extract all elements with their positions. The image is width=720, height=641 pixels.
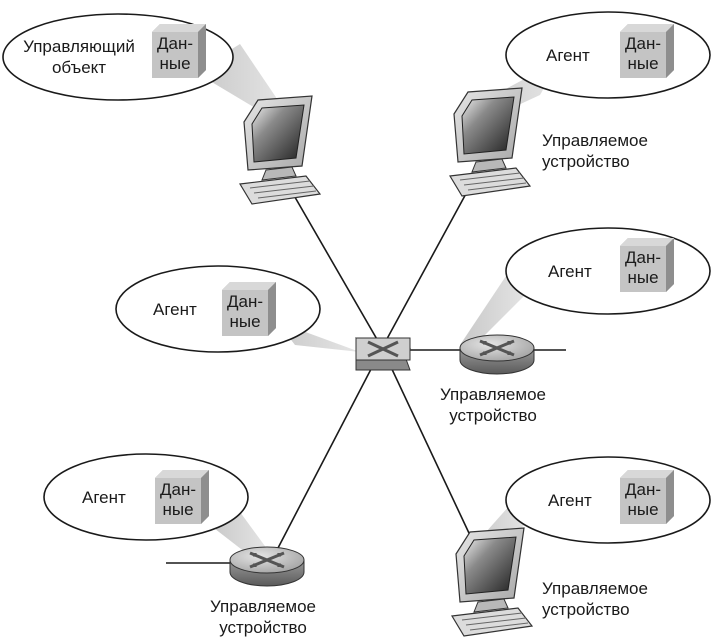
top-right-device-line2: устройство: [542, 152, 630, 171]
agent-router-right-data-line1: Дан-: [624, 248, 662, 267]
agent-router-left-data-line1: Дан-: [159, 480, 197, 499]
router-left-device-line1: Управляемое: [210, 597, 316, 616]
agent-top-right-data-label: Дан- ные: [620, 34, 666, 74]
manager-label: Управляющий объект: [8, 36, 150, 78]
manager-computer-icon: [239, 95, 321, 205]
agent-router-right-label: Агент: [548, 262, 592, 281]
agent-router-right-data-label: Дан- ные: [620, 248, 666, 288]
manager-data-line2: ные: [159, 54, 191, 73]
agent-bottom-right-data-line2: ные: [627, 500, 659, 519]
agent-router-left-data-label: Дан- ные: [155, 480, 201, 520]
agent-router-right-data-line2: ные: [627, 268, 659, 287]
agent-switch-data-line1: Дан-: [226, 292, 264, 311]
router-right-device-line1: Управляемое: [440, 385, 546, 404]
top-right-computer-icon: [449, 87, 531, 197]
router-right-device-label: Управляемое устройство: [426, 384, 560, 426]
router-right-device-line2: устройство: [449, 406, 537, 425]
link-router-left: [277, 347, 383, 549]
agent-top-right-label: Агент: [546, 46, 590, 65]
agent-bottom-right-data-label: Дан- ные: [620, 480, 666, 520]
bottom-right-device-label: Управляемое устройство: [542, 578, 648, 620]
top-right-device-label: Управляемое устройство: [542, 130, 648, 172]
switch-icon: [354, 337, 412, 371]
agent-bottom-right-data-line1: Дан-: [624, 480, 662, 499]
bottom-right-device-line2: устройство: [542, 600, 630, 619]
link-bottom-right: [381, 347, 477, 549]
link-top-right: [381, 189, 469, 349]
bottom-right-device-line1: Управляемое: [542, 579, 648, 598]
agent-top-right-data-line2: ные: [627, 54, 659, 73]
manager-data-label: Дан- ные: [152, 34, 198, 74]
router-left-device-line2: устройство: [219, 618, 307, 637]
link-manager: [291, 191, 383, 349]
agent-switch-data-label: Дан- ные: [222, 292, 268, 332]
router-left-device-label: Управляемое устройство: [196, 596, 330, 638]
agent-top-right-data-line1: Дан-: [624, 34, 662, 53]
agent-switch-data-line2: ные: [229, 312, 261, 331]
agent-switch-label: Агент: [153, 300, 197, 319]
manager-label-line2: объект: [51, 58, 107, 77]
agent-router-left-label: Агент: [82, 488, 126, 507]
manager-label-line1: Управляющий: [23, 37, 135, 56]
manager-data-line1: Дан-: [156, 34, 194, 53]
left-router-icon: [228, 545, 306, 588]
top-right-device-line1: Управляемое: [542, 131, 648, 150]
agent-bottom-right-label: Агент: [548, 491, 592, 510]
bottom-right-computer-icon: [451, 527, 533, 637]
right-router-icon: [458, 333, 536, 376]
agent-router-left-data-line2: ные: [162, 500, 194, 519]
